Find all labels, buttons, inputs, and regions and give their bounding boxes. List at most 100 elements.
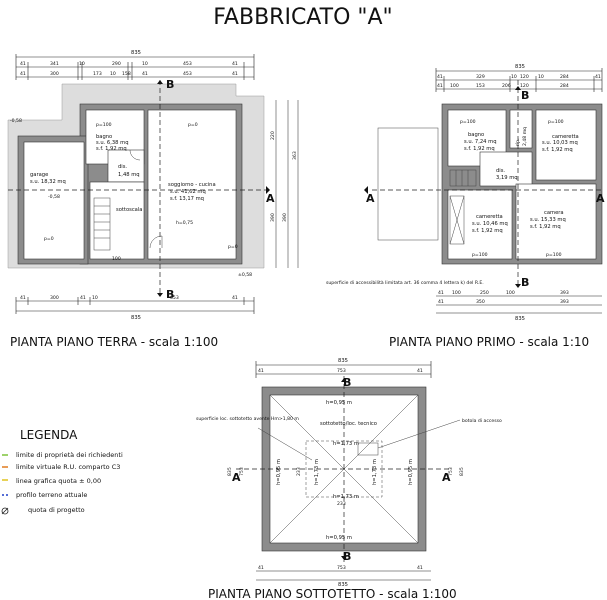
opening-label: p=0 [228, 244, 238, 250]
dim-label: 284 [560, 83, 569, 89]
dim-label: 41 [258, 565, 264, 571]
dim-label: 206 [502, 83, 511, 89]
height-label: h=0,95 m [326, 400, 352, 406]
dim-label: 41 [20, 61, 26, 67]
dim-label: 10 [511, 74, 517, 80]
dim-label: 390 [270, 213, 276, 222]
room-area: s.f. 1,92 mq [464, 146, 495, 152]
dim-top-total: 835 [338, 358, 348, 364]
section-mark-b: B [166, 288, 174, 301]
dim-label: 753 [337, 368, 346, 374]
room-area: s.f. 13,17 mq [170, 196, 204, 202]
room-sottoscala [89, 181, 145, 260]
dim-label: 41 [232, 295, 238, 301]
section-arrow [364, 186, 368, 194]
room-name: dis. [118, 164, 127, 170]
dim-label: 835 [459, 467, 465, 476]
dim-top-total: 835 [131, 50, 141, 56]
dim-label: 41 [20, 295, 26, 301]
dim-ticks-top [15, 54, 255, 80]
height-label: h=1,73 m [333, 441, 359, 447]
section-mark-a: A [596, 192, 605, 205]
legend-item: limite di proprietà dei richiedenti [16, 451, 123, 459]
stairs [449, 169, 477, 245]
dim-bottom-total: 835 [338, 582, 348, 588]
section-mark-a: A [366, 192, 375, 205]
dim-label: 250 [480, 290, 489, 296]
room-soggiorno [147, 109, 237, 260]
dim-label: 100 [452, 290, 461, 296]
opening-label: p=100 [546, 252, 562, 258]
room-area: s.u. 15,33 mq [530, 217, 566, 223]
roof-hatch [357, 442, 379, 456]
callout-leader [257, 427, 313, 461]
dim-label: 41 [80, 295, 86, 301]
dim-label: 41 [258, 368, 264, 374]
room-area: s.u. 6,38 mq [96, 140, 128, 146]
room-area: s.u. 18,32 mq [30, 179, 66, 185]
dim-label: 41 [232, 61, 238, 67]
dim-bottom-total: 835 [515, 316, 525, 322]
first-floor-caption: PIANTA PIANO PRIMO - scala 1:10 [389, 335, 589, 349]
section-mark-b: B [521, 89, 529, 102]
dim-label: 120 [520, 74, 529, 80]
room-area: s.f. 1,92 mq [96, 146, 127, 152]
dim-label: 453 [183, 61, 192, 67]
section-mark-b: B [343, 376, 351, 389]
dim-label: 835 [227, 467, 233, 476]
room-name: bagno [96, 134, 112, 140]
room-dis [107, 149, 145, 183]
legend: LEGENDA limite di proprietà dei richiede… [1, 428, 123, 515]
room-name: sottoscala [116, 207, 142, 213]
room-cameretta-2 [447, 189, 513, 260]
dim-label: 393 [560, 290, 569, 296]
dim-label: 300 [50, 71, 59, 77]
dim-label: 41 [142, 71, 148, 77]
opening-label: p=100 [548, 119, 564, 125]
dim-label: 173 [93, 71, 102, 77]
height-label: h=1,73 m [314, 459, 320, 485]
room-dis [479, 151, 533, 187]
dim-label: 41 [438, 290, 444, 296]
level-marker-icon [1, 507, 9, 515]
dim-label: 10 [79, 61, 85, 67]
room-cameretta [535, 109, 597, 181]
accessibility-note: superficie di accessibilità limitata art… [326, 279, 484, 286]
dim-label: 41 [437, 74, 443, 80]
room-area: s.u. 10,03 mq [542, 140, 578, 146]
room-name: cameretta [476, 214, 503, 220]
dim-label: 453 [183, 71, 192, 77]
dim-label: 41 [437, 83, 443, 89]
legend-item: linea grafica quota ± 0,00 [16, 477, 101, 485]
height-label: h=0,95 m [326, 535, 352, 541]
dim-ticks-bottom [15, 297, 255, 314]
level-mark: -0,58 [48, 194, 60, 200]
room-name: cameretta [552, 134, 579, 140]
height-label: h=1,73 m [372, 459, 378, 485]
callout-left: superficie loc. sottotetto avente Hm>1,8… [196, 416, 299, 422]
room-garage [23, 141, 85, 260]
legend-item: profilo terreno attuale [16, 491, 87, 499]
accessibility-note-line: superficie di accessibilità limitata art… [326, 279, 484, 286]
height-label: h=1,73 m [333, 494, 359, 500]
legend-item: quota di progetto [28, 506, 85, 514]
section-arrow [341, 378, 347, 382]
dim-label: 753 [337, 565, 346, 571]
dim-label: 653 [170, 295, 179, 301]
inner-dim: 233 [337, 501, 346, 507]
section-mark-a: A [266, 192, 275, 205]
callout-right: botola di accesso [462, 418, 502, 424]
dim-top-total: 835 [515, 64, 525, 70]
room-area: s.u. 10,46 mq [472, 221, 508, 227]
section-mark-a: A [442, 471, 451, 484]
ground-floor-caption: PIANTA PIANO TERRA - scala 1:100 [10, 335, 218, 349]
dim-label: 41 [417, 368, 423, 374]
room-area: 1,48 mq [118, 172, 140, 178]
door-swing [149, 235, 163, 249]
room-area: 2,48 mq [522, 127, 528, 146]
room-area: 3,19 mq [496, 175, 518, 181]
room-area: s.f. 1,92 mq [530, 224, 561, 230]
room-name: rip. [515, 138, 521, 146]
attic-caption: PIANTA PIANO SOTTOTETTO - scala 1:100 [208, 587, 457, 600]
opening-label: p=0 [44, 236, 54, 242]
